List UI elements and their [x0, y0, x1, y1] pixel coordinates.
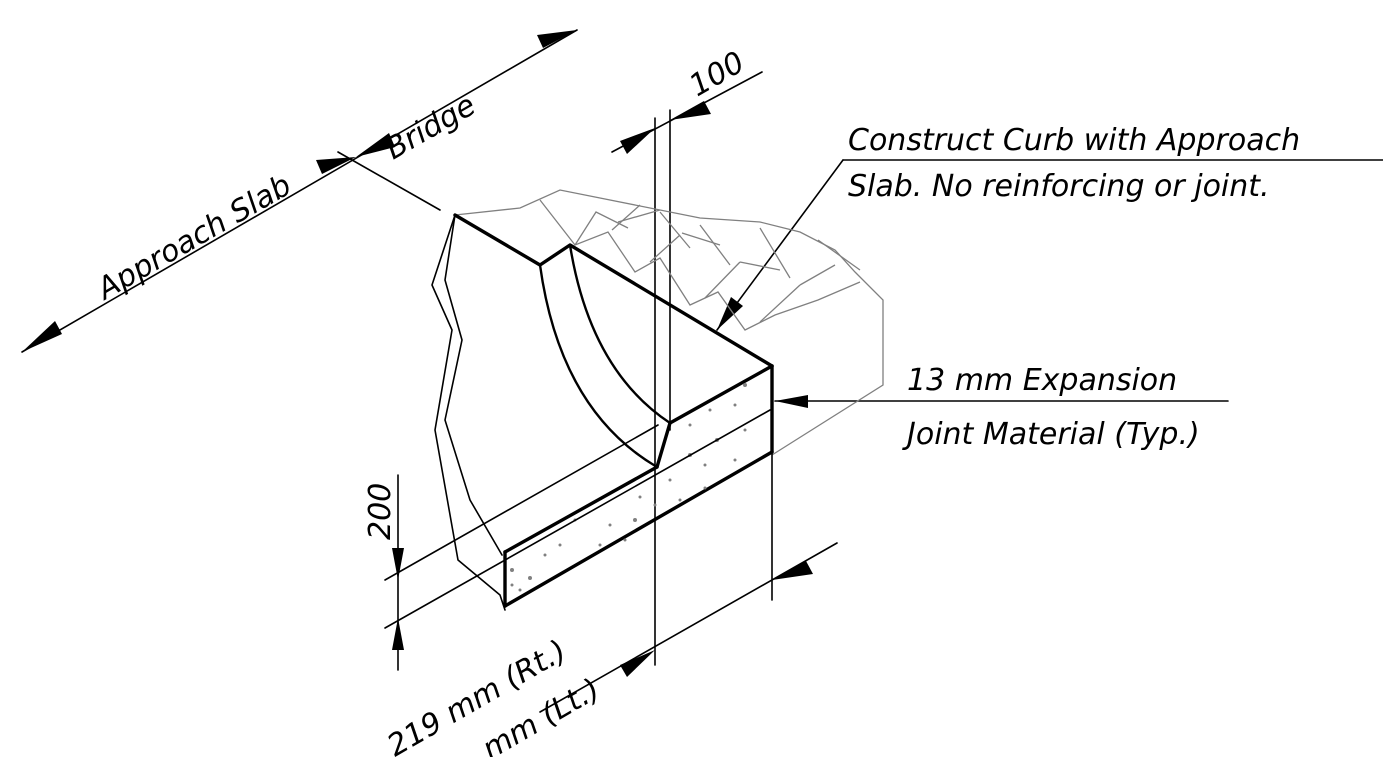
arrow-bridge-left [356, 133, 395, 157]
approach-slab-label: Approach Slab [90, 168, 298, 308]
approach-bridge-dimension: Approach Slab Bridge [21, 29, 578, 353]
arrow-right-end [537, 30, 577, 48]
arrow-width-left [620, 650, 655, 677]
curb-note-line1: Construct Curb with Approach [848, 123, 1300, 158]
joint-note-line2: Joint Material (Typ.) [902, 417, 1200, 452]
arrow-slab-right [316, 157, 356, 174]
expansion-joint-note: 13 mm Expansion Joint Material (Typ.) [774, 363, 1229, 452]
approach-slab-hatch [454, 189, 884, 456]
joint-note-line1: 13 mm Expansion [907, 363, 1177, 398]
arrow-100-left [620, 128, 655, 154]
curb-note-line2: Slab. No reinforcing or joint. [848, 169, 1270, 204]
slab-bridge-boundary-line [337, 151, 441, 211]
broken-edge [431, 214, 506, 611]
joint-leader-arrow [775, 395, 808, 408]
arrow-200-top [392, 548, 404, 580]
curb-note: Construct Curb with Approach Slab. No re… [716, 123, 1383, 331]
arrow-100-right [670, 101, 711, 120]
curb-leader-line [716, 159, 844, 331]
curb-leader-arrow [717, 297, 743, 330]
bridge-label: Bridge [380, 88, 482, 167]
arrow-200-bottom [392, 618, 404, 650]
curb-body [453, 213, 774, 608]
arrow-left-end [22, 321, 62, 352]
dimension-100: 100 [611, 45, 763, 666]
dimension-200: 200 [363, 409, 771, 671]
dim-200-label: 200 [363, 483, 398, 540]
arrow-width-right [772, 561, 813, 580]
width-dimension: 219 mm (Rt.) mm (Lt.) [382, 451, 838, 757]
